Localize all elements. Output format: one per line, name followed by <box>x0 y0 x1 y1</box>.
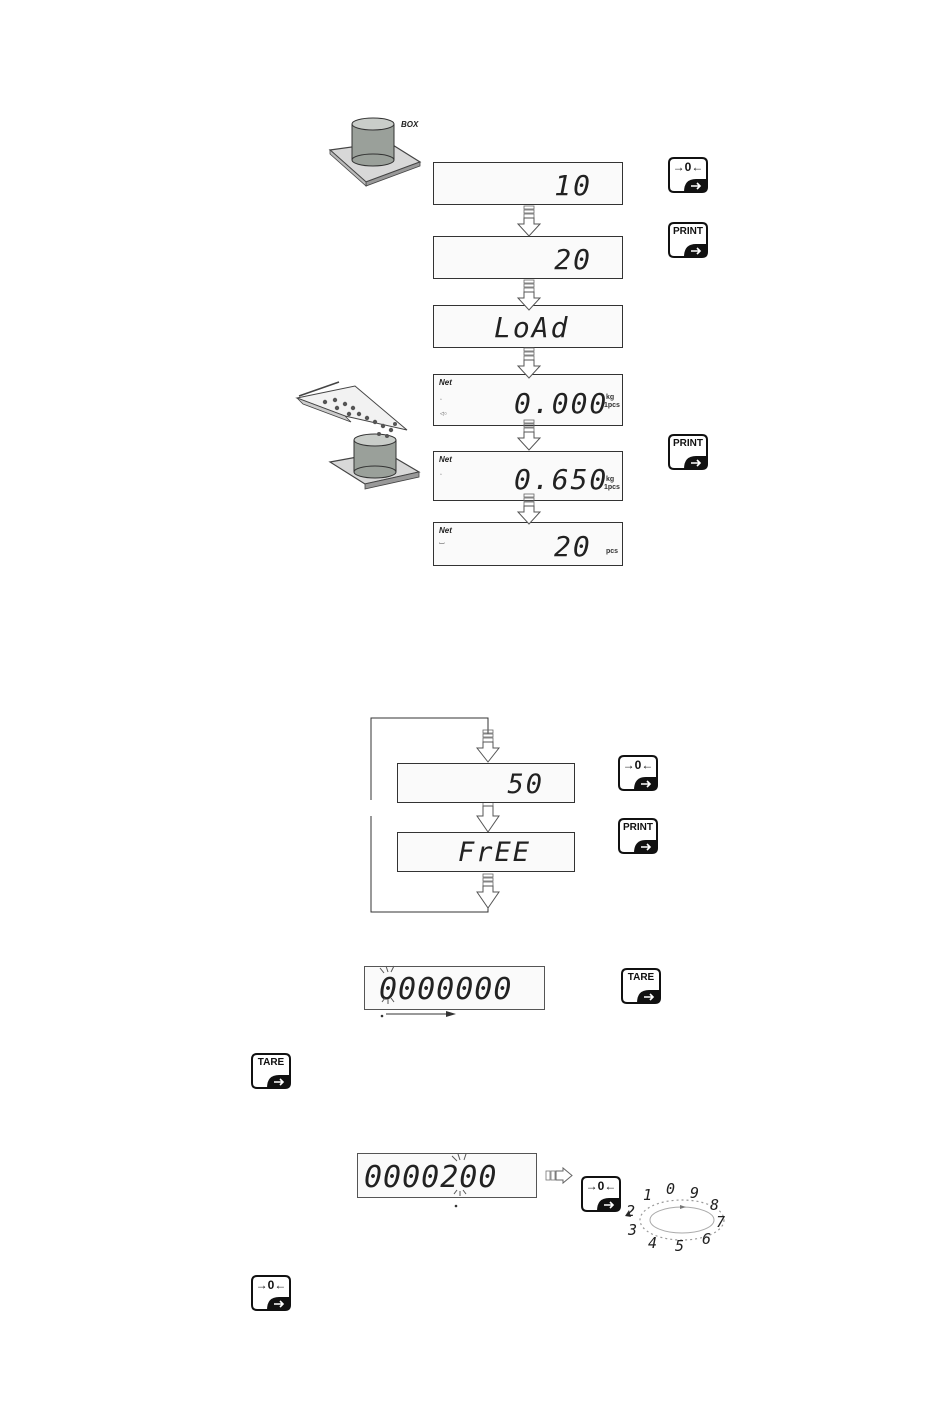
key-label: →0← <box>618 758 658 772</box>
print-key[interactable]: PRINT <box>618 818 658 854</box>
indicator-mark: ▫ <box>440 397 442 403</box>
down-arrow-icon <box>518 280 540 310</box>
display-value: 10 <box>554 169 592 202</box>
dial-digit-6: 6 <box>702 1230 713 1248</box>
flow-arrows-figure1 <box>499 200 559 540</box>
net-indicator: Net <box>439 526 452 535</box>
down-arrow-icon <box>518 494 540 524</box>
parts-pouring-illustration <box>295 378 425 498</box>
dial-digit-9: 9 <box>690 1184 701 1202</box>
blink-indicator-icon <box>448 1150 478 1210</box>
box-label: BOX <box>401 120 418 129</box>
display-value: FrEE <box>458 837 531 868</box>
lcd-display-fig4: 0000200 <box>357 1153 537 1198</box>
zero-key[interactable]: →0← <box>251 1275 291 1311</box>
dial-digit-1: 1 <box>643 1186 654 1204</box>
indicator-mark: ⌴ <box>439 539 445 547</box>
tare-key[interactable]: TARE <box>621 968 661 1004</box>
loop-lines-figure2 <box>368 716 508 926</box>
unit-kg: kg <box>606 394 614 401</box>
unit-pcs: 1pcs <box>604 402 620 409</box>
dial-digit-4: 4 <box>648 1234 659 1252</box>
key-label: PRINT <box>618 822 658 833</box>
print-key[interactable]: PRINT <box>668 434 708 470</box>
zero-key[interactable]: →0← <box>668 157 708 193</box>
down-arrow-icon <box>518 206 540 236</box>
dial-digit-5: 5 <box>675 1237 686 1255</box>
lcd-display-fig2-2: FrEE <box>397 832 575 872</box>
key-label: TARE <box>621 972 661 983</box>
down-arrow-icon <box>518 420 540 450</box>
display-value: 20 <box>554 530 592 563</box>
tare-key[interactable]: TARE <box>251 1053 291 1089</box>
unit-kg: kg <box>606 476 614 483</box>
right-arrow-icon <box>545 1167 575 1185</box>
zero-key[interactable]: →0← <box>618 755 658 791</box>
dial-digit-3: 3 <box>628 1221 639 1239</box>
down-arrow-icon <box>518 348 540 378</box>
box-on-pan-illustration <box>328 112 438 192</box>
dial-digit-2: 2 <box>626 1202 637 1220</box>
display-value: 20 <box>554 243 592 276</box>
indicator-mark: ▫ <box>440 472 442 478</box>
key-label: →0← <box>668 160 708 174</box>
lcd-display-1: 10 <box>433 162 623 205</box>
dial-digit-7: 7 <box>716 1213 727 1231</box>
net-indicator: Net <box>439 378 452 387</box>
net-indicator: Net <box>439 455 452 464</box>
lcd-display-fig2-1: 50 <box>397 763 575 803</box>
key-label: PRINT <box>668 226 708 237</box>
key-label: →0← <box>581 1179 621 1193</box>
dial-digit-0: 0 <box>666 1180 677 1198</box>
unit-pcs: pcs <box>606 548 618 555</box>
print-key[interactable]: PRINT <box>668 222 708 258</box>
right-arrow-icon <box>384 1009 464 1019</box>
unit-pcs: 1pcs <box>604 484 620 491</box>
key-label: PRINT <box>668 438 708 449</box>
key-label: →0← <box>251 1278 291 1292</box>
indicator-mark: ◁○ <box>440 411 447 417</box>
display-value: 50 <box>507 769 544 800</box>
key-label: TARE <box>251 1057 291 1068</box>
zero-key[interactable]: →0← <box>581 1176 621 1212</box>
dial-digit-8: 8 <box>710 1196 721 1214</box>
